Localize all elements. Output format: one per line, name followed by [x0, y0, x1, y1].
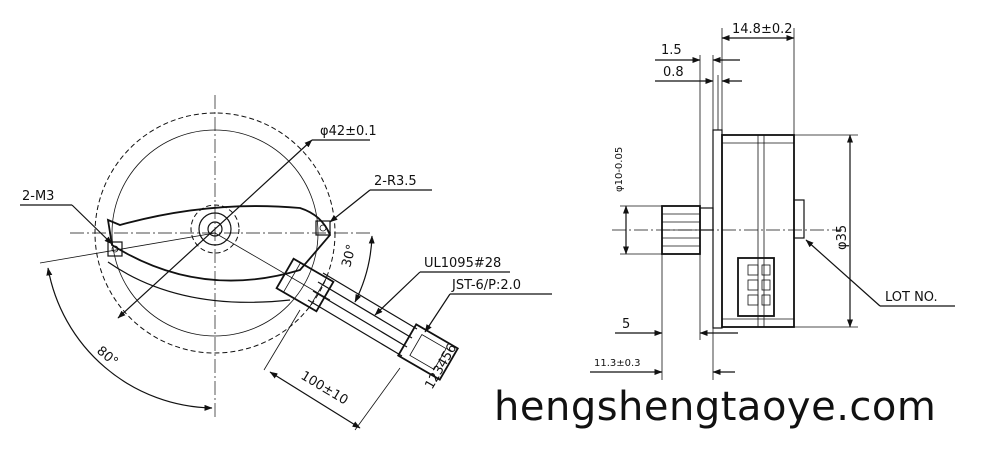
side-connector: [737, 257, 775, 317]
wire-label-leader: [374, 271, 421, 316]
wire-bundle: [317, 281, 413, 339]
side-plate: [712, 129, 723, 329]
body-diameter-label: φ35: [835, 225, 850, 250]
m3-leader: [71, 204, 113, 245]
mount-hole-right-center: [319, 224, 327, 232]
wire-bundle-4: [322, 272, 418, 330]
lead-ext-2: [354, 367, 401, 431]
shaft-hub: [699, 207, 714, 231]
lead-ext-1: [263, 309, 301, 371]
mount-hole-right: [315, 220, 331, 236]
mount-hole-label: 2-M3: [22, 189, 54, 204]
wire-bundle-3: [307, 299, 403, 357]
connector-angle-label: 30°: [339, 243, 359, 269]
flange-label: 1.5: [661, 43, 682, 58]
end-connector: [396, 323, 460, 381]
angle-label: 80°: [93, 344, 120, 370]
radius-leader: [329, 189, 371, 223]
wire-bundle-2: [312, 290, 408, 348]
lot-label: LOT NO.: [885, 290, 938, 305]
diameter-label: φ42±0.1: [320, 124, 377, 139]
gear-offset-label: 5: [622, 317, 630, 332]
watermark: hengshengtaoye.com: [494, 384, 936, 430]
flange-edge: [107, 261, 291, 303]
plate-label: 0.8: [663, 65, 684, 80]
side-view: 14.8±0.2 1.5 0.8 φ10-0.05 φ35 LOT NO. 5: [590, 22, 955, 380]
angle-arc: [46, 267, 213, 411]
connector-angle-ray: [214, 232, 331, 301]
wire-label: UL1095#28: [424, 256, 501, 271]
rear-boss: [793, 199, 805, 239]
shaft-length-label: 11.3±0.3: [594, 358, 641, 369]
front-view: φ42±0.1 2-M3 2-R3.5 80° 30°: [20, 95, 552, 431]
connector-label-leader: [424, 293, 451, 333]
shaft-diameter-label: φ10-0.05: [614, 147, 625, 192]
connector-label: JST-6/P:2.0: [451, 278, 521, 293]
radius-label: 2-R3.5: [374, 174, 417, 189]
angle-ray: [39, 232, 216, 264]
pin-numbers: 123456: [422, 342, 460, 392]
lot-leader: [805, 239, 881, 307]
lead-length-label: 100±10: [298, 369, 351, 409]
lead-length-dim: [269, 371, 361, 429]
body-length-label: 14.8±0.2: [732, 22, 793, 37]
connector-angle-arc: [354, 235, 375, 303]
